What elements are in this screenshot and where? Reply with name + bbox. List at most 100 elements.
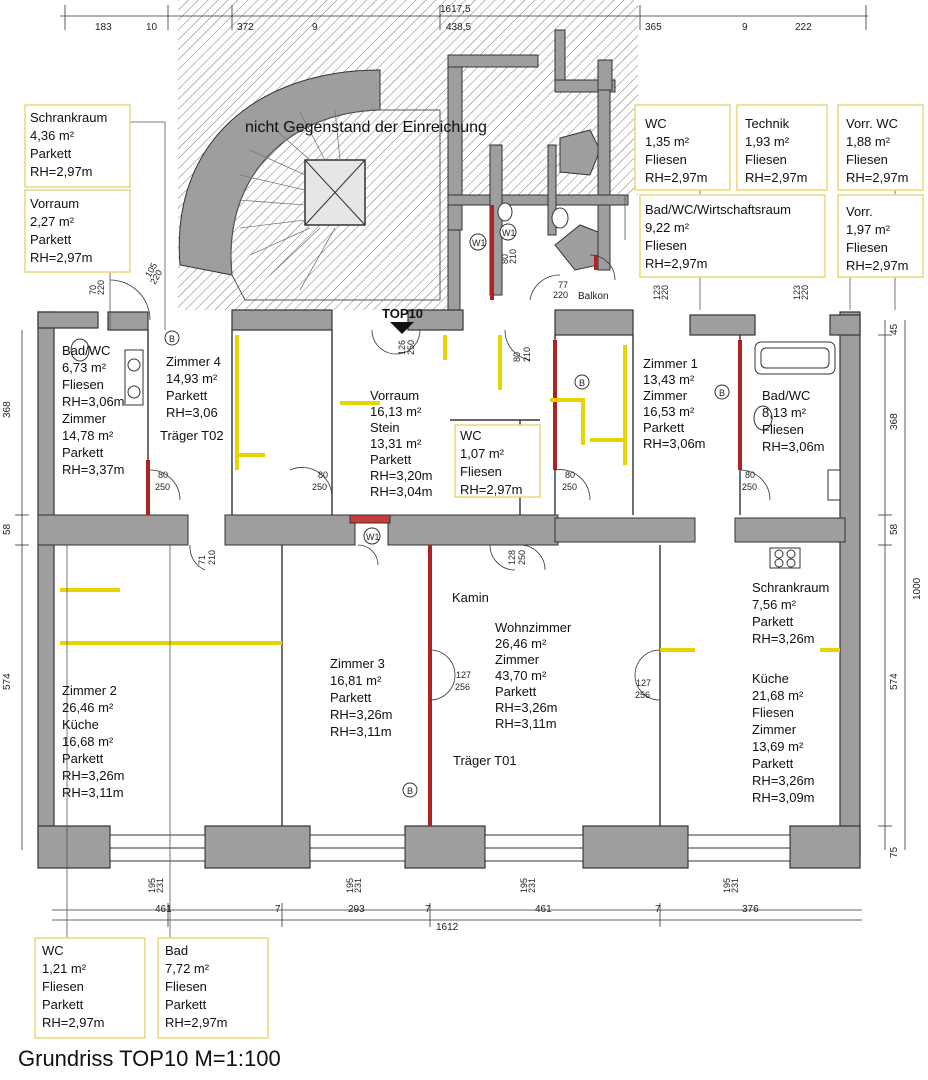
room-label-line: 21,68 m²	[752, 688, 804, 703]
window-dimension: 231	[730, 878, 740, 893]
left-dimension: 574	[2, 673, 13, 690]
top-dimension: 183	[95, 22, 112, 33]
room-label-line: RH=3,20m	[370, 468, 433, 483]
bottom-total-dimension: 1612	[436, 922, 459, 933]
dimension-lines	[15, 5, 906, 927]
middle-wall	[37, 514, 846, 546]
beam-label-t02: Träger T02	[160, 428, 224, 443]
room-label-line: Küche	[752, 671, 789, 686]
boxed-label-line: RH=2,97m	[30, 164, 93, 179]
top-dimension: 222	[795, 22, 812, 33]
boxed-label-line: WC	[460, 428, 482, 443]
bottom-dimension: 376	[742, 904, 759, 915]
new-walls-red	[146, 205, 742, 826]
room-label-line: Zimmer 4	[166, 354, 221, 369]
door-dimension: 80	[158, 470, 168, 480]
fixtures	[70, 202, 841, 569]
boxed-label-line: WC	[645, 116, 667, 131]
door-dimension: 250	[155, 482, 170, 492]
boxed-label-line: Fliesen	[846, 152, 888, 167]
boxed-label-line: 1,93 m²	[745, 134, 790, 149]
bottom-dimension: 461	[155, 904, 172, 915]
room-label-line: 26,46 m²	[62, 700, 114, 715]
room-label-line: 16,53 m²	[643, 404, 695, 419]
room-label-line: Zimmer 1	[643, 356, 698, 371]
boxed-label-line: Technik	[745, 116, 790, 131]
room-label-line: RH=3,26m	[752, 773, 815, 788]
bottom-dimension: 293	[348, 904, 365, 915]
boxed-label-line: Vorraum	[30, 196, 79, 211]
boxed-label-line: 1,35 m²	[645, 134, 690, 149]
right-dimension: 45	[889, 323, 900, 335]
door-dimension: 256	[455, 682, 470, 692]
room-label-line: 16,13 m²	[370, 404, 422, 419]
door-dimension: 256	[635, 690, 650, 700]
room-label-line: RH=3,04m	[370, 484, 433, 499]
boxed-label-line: Fliesen	[645, 152, 687, 167]
door-dimension: 126	[397, 340, 407, 355]
room-label-line: Parkett	[166, 388, 208, 403]
right-dimension: 574	[889, 673, 900, 690]
right-dimension: 368	[889, 413, 900, 430]
boxed-label-line: Bad/WC/Wirtschaftsraum	[645, 202, 791, 217]
room-label-line: Parkett	[752, 756, 794, 771]
room-label-line: 14,78 m²	[62, 428, 114, 443]
boxed-label-line: Parkett	[165, 997, 207, 1012]
boxed-label-line: Schrankraum	[30, 110, 107, 125]
boxed-label-line: 1,07 m²	[460, 446, 505, 461]
balcony-label: Balkon	[578, 291, 609, 302]
boxed-label-line: RH=2,97m	[165, 1015, 228, 1030]
boxed-label-line: Fliesen	[460, 464, 502, 479]
top-dimension: 372	[237, 22, 254, 33]
room-label-line: Parkett	[643, 420, 685, 435]
bottom-dimension: 7	[655, 904, 661, 915]
room-label-line: Zimmer	[495, 652, 540, 667]
boxed-label-line: Parkett	[30, 232, 72, 247]
room-label-line: RH=3,37m	[62, 462, 125, 477]
symbol-label: W1	[502, 228, 516, 238]
door-dimension: 220	[96, 280, 106, 295]
top-dimension: 1617,5	[440, 4, 471, 15]
boxed-label-line: 4,36 m²	[30, 128, 75, 143]
room-label-line: 13,43 m²	[643, 372, 695, 387]
boxed-label-line: RH=2,97m	[745, 170, 808, 185]
stairwell	[178, 69, 441, 301]
door-dimension: 210	[508, 249, 518, 264]
room-label-line: Fliesen	[762, 422, 804, 437]
bottom-dimension: 461	[535, 904, 552, 915]
door-dimension: 210	[522, 347, 532, 362]
room-label-line: 7,56 m²	[752, 597, 797, 612]
top10-label: TOP10	[382, 306, 423, 321]
room-label-line: Stein	[370, 420, 400, 435]
room-label-line: RH=3,11m	[330, 724, 392, 739]
left-dimension: 58	[2, 523, 13, 535]
room-label-line: RH=3,11m	[62, 785, 124, 800]
room-label-line: RH=3,26m	[495, 700, 558, 715]
door-dimension: 250	[562, 482, 577, 492]
boxed-label-line: RH=2,97m	[645, 256, 708, 271]
door-dimension: 123	[652, 285, 662, 300]
room-label-line: Küche	[62, 717, 99, 732]
door-dimension: 220	[553, 290, 568, 300]
window-dimension: 231	[155, 878, 165, 893]
room-label-line: 8,13 m²	[762, 405, 807, 420]
room-label-line: Fliesen	[752, 705, 794, 720]
boxed-label-line: 9,22 m²	[645, 220, 690, 235]
entrance-arrow	[390, 322, 414, 334]
windows	[109, 834, 791, 862]
door-arcs	[109, 254, 771, 701]
room-label-line: 14,93 m²	[166, 371, 218, 386]
boxed-label-line: Parkett	[42, 997, 84, 1012]
boxed-label-line: Vorr. WC	[846, 116, 898, 131]
label-frames	[24, 104, 924, 1039]
room-label-line: Wohnzimmer	[495, 620, 572, 635]
window-dimension: 195	[345, 878, 355, 893]
new-walls-yellow	[60, 335, 840, 652]
room-label-line: Bad/WC	[762, 388, 810, 403]
boxed-label-line: RH=2,97m	[846, 258, 909, 273]
window-dimension: 195	[722, 878, 732, 893]
door-dimension: 250	[406, 340, 416, 355]
window-dimension: 195	[519, 878, 529, 893]
